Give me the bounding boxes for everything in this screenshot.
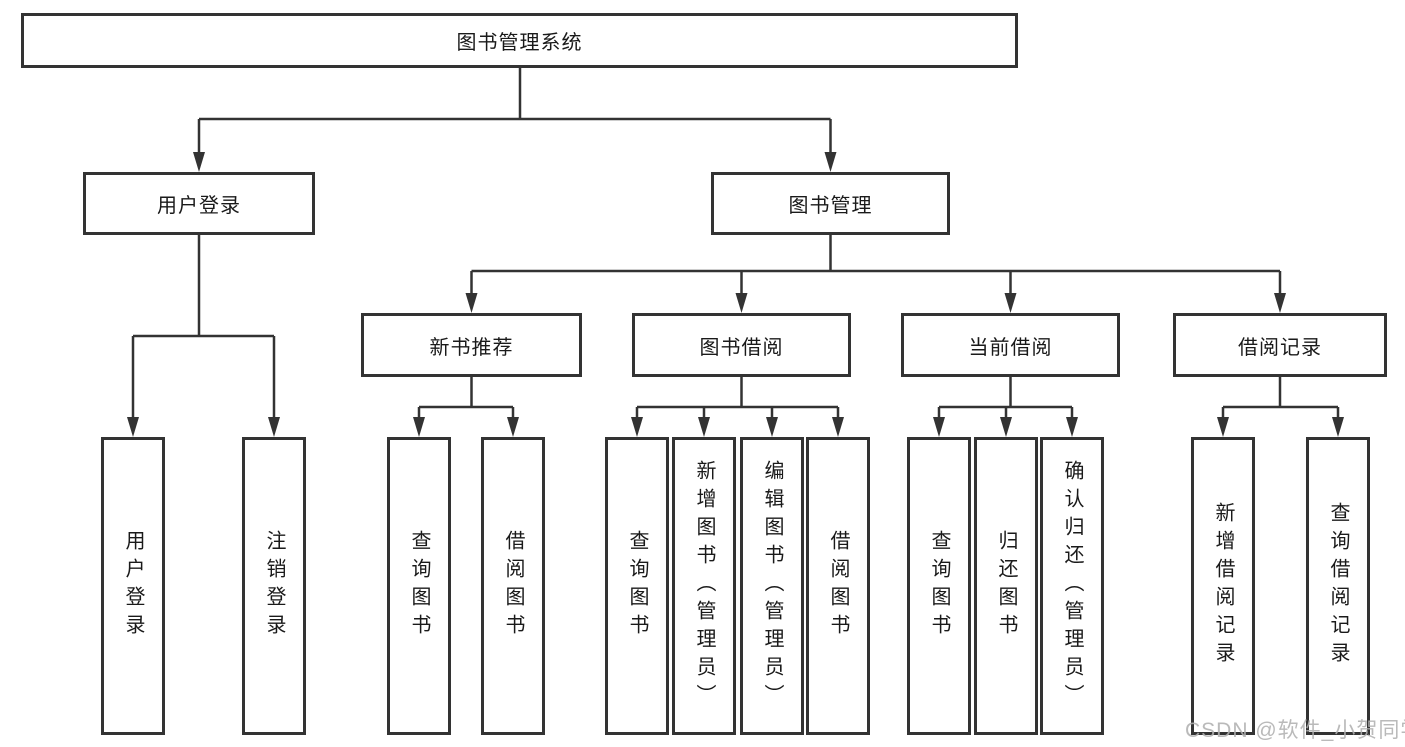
- leaf-current-query-books-label: 查询图书: [928, 530, 950, 642]
- leaf-newbooks-borrow-books-label: 借阅图书: [502, 530, 524, 642]
- node-borrow-records: 借阅记录: [1173, 313, 1387, 377]
- leaf-logout: 注销登录: [242, 437, 306, 735]
- leaf-newbooks-query-books-label: 查询图书: [408, 530, 430, 642]
- leaf-current-return-books: 归还图书: [974, 437, 1038, 735]
- node-book-management: 图书管理: [711, 172, 950, 235]
- leaf-borrow-borrow-books-label: 借阅图书: [827, 530, 849, 642]
- node-new-book-recommend-label: 新书推荐: [429, 336, 514, 359]
- node-root-system: 图书管理系统: [21, 13, 1018, 68]
- leaf-current-return-books-label: 归还图书: [995, 530, 1017, 642]
- leaf-borrow-edit-books-admin: 编辑图书（管理员）: [740, 437, 804, 735]
- node-user-login-label: 用户登录: [157, 195, 241, 217]
- node-current-borrow: 当前借阅: [901, 313, 1120, 377]
- leaf-borrow-borrow-books: 借阅图书: [806, 437, 870, 735]
- leaf-borrow-edit-books-admin-label: 编辑图书（管理员）: [761, 460, 783, 712]
- leaf-current-query-books: 查询图书: [907, 437, 971, 735]
- leaf-records-query-record: 查询借阅记录: [1306, 437, 1370, 735]
- node-book-borrow: 图书借阅: [632, 313, 851, 377]
- node-book-borrow-label: 图书借阅: [699, 336, 784, 359]
- leaf-borrow-query-books-label: 查询图书: [626, 530, 648, 642]
- leaf-records-add-record: 新增借阅记录: [1191, 437, 1255, 735]
- node-new-book-recommend: 新书推荐: [361, 313, 582, 377]
- leaf-logout-label: 注销登录: [263, 530, 285, 642]
- leaf-borrow-add-books-admin: 新增图书（管理员）: [672, 437, 736, 735]
- leaf-current-confirm-return-admin: 确认归还（管理员）: [1040, 437, 1104, 735]
- leaf-user-login-label: 用户登录: [122, 530, 144, 642]
- node-book-management-label: 图书管理: [788, 195, 873, 217]
- leaf-newbooks-query-books: 查询图书: [387, 437, 451, 735]
- leaf-borrow-add-books-admin-label: 新增图书（管理员）: [693, 460, 715, 712]
- leaf-records-add-record-label: 新增借阅记录: [1212, 502, 1234, 670]
- leaf-current-confirm-return-admin-label: 确认归还（管理员）: [1061, 460, 1083, 712]
- leaf-newbooks-borrow-books: 借阅图书: [481, 437, 545, 735]
- node-current-borrow-label: 当前借阅: [968, 336, 1053, 359]
- leaf-borrow-query-books: 查询图书: [605, 437, 669, 735]
- node-borrow-records-label: 借阅记录: [1238, 336, 1322, 359]
- leaf-user-login: 用户登录: [101, 437, 165, 735]
- csdn-watermark: CSDN @软件_小贺同学: [1185, 719, 1405, 742]
- leaf-records-query-record-label: 查询借阅记录: [1327, 502, 1349, 670]
- node-root-label: 图书管理系统: [456, 32, 583, 54]
- node-user-login: 用户登录: [83, 172, 315, 235]
